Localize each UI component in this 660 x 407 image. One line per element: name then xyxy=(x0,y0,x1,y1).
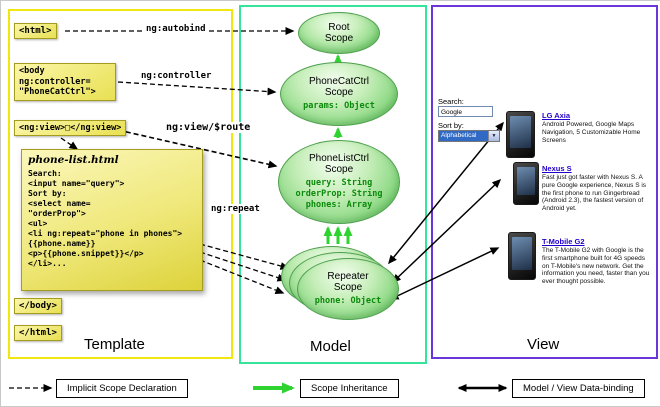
legend-data-binding: Model / View Data-binding xyxy=(512,379,645,398)
phone-listing: LG Axia Android Powered, Google Maps Nav… xyxy=(542,111,652,144)
sort-select[interactable]: Alphabetical ▼ xyxy=(438,130,500,142)
scope-title: Root Scope xyxy=(324,21,354,44)
phone-image xyxy=(506,111,535,158)
scope-property: phones: Array xyxy=(305,199,373,210)
legend-implicit-declaration: Implicit Scope Declaration xyxy=(56,379,188,398)
note-title: phone-list.html xyxy=(28,154,119,166)
phone-image xyxy=(508,232,536,280)
note-line: {{phone.name}} xyxy=(28,239,96,248)
ng-autobind-label: ng:autobind xyxy=(144,24,208,34)
phone-description: Fast just got faster with Nexus S. A pur… xyxy=(542,174,647,213)
phonelistctrl-scope-ellipse: PhoneListCtrl Scope query: String orderP… xyxy=(278,140,400,224)
model-panel-title: Model xyxy=(310,338,351,355)
note-line: <li ng:repeat="phone in phones"> xyxy=(28,229,183,238)
search-input-value: Google xyxy=(441,109,462,116)
legend-scope-inheritance: Scope Inheritance xyxy=(300,379,399,398)
view-panel-title: View xyxy=(527,336,560,353)
ng-view-route-label: ng:view/$route xyxy=(164,122,253,133)
phone-listing: Nexus S Fast just got faster with Nexus … xyxy=(542,164,652,213)
code-line: <body xyxy=(19,66,45,76)
sort-select-value: Alphabetical xyxy=(439,131,488,141)
scope-property: phone: Object xyxy=(314,295,382,306)
html-close-tag: </html> xyxy=(14,325,62,341)
phone-description: Android Powered, Google Maps Navigation,… xyxy=(542,121,641,144)
note-line: "orderProp"> xyxy=(28,209,86,218)
sort-label: Sort by: xyxy=(438,121,464,130)
note-line: <ul> xyxy=(28,219,48,228)
repeater-scope-ellipse: Repeater Scope phone: Object xyxy=(297,258,399,320)
phone-link[interactable]: Nexus S xyxy=(542,164,572,173)
phone-image xyxy=(513,162,539,205)
note-line: </li>... xyxy=(28,259,67,268)
phone-link[interactable]: LG Axia xyxy=(542,111,571,120)
note-line: <select name= xyxy=(28,199,91,208)
body-open-tag: <body ng:controller= "PhoneCatCtrl"> xyxy=(14,63,116,101)
phone-listing: T-Mobile G2 The T-Mobile G2 with Google … xyxy=(542,237,652,286)
phone-description: The T-Mobile G2 with Google is the first… xyxy=(542,247,650,286)
phonecatctrl-scope-ellipse: PhoneCatCtrl Scope params: Object xyxy=(280,62,398,126)
search-label: Search: xyxy=(438,97,464,106)
code-line: ng:controller= xyxy=(19,76,91,87)
note-line: Search: xyxy=(28,169,62,178)
ng-repeat-label: ng:repeat xyxy=(209,204,262,214)
scope-title: Repeater Scope xyxy=(327,271,369,294)
template-panel-title: Template xyxy=(84,336,145,353)
note-line: Sort by: xyxy=(28,189,67,198)
root-scope-ellipse: Root Scope xyxy=(298,12,380,54)
ng-controller-label: ng:controller xyxy=(139,71,214,81)
scope-property: params: Object xyxy=(303,100,375,111)
dropdown-arrow-icon: ▼ xyxy=(488,131,499,141)
phone-list-note: phone-list.html Search: <input name="que… xyxy=(21,149,203,291)
scope-property: orderProp: String xyxy=(295,188,383,199)
note-line: <input name="query"> xyxy=(28,179,125,188)
scope-title: PhoneListCtrl Scope xyxy=(308,153,370,176)
html-open-tag: <html> xyxy=(14,23,57,39)
scope-property: query: String xyxy=(305,177,373,188)
ng-view-tag: <ng:view>□</ng:view> xyxy=(14,120,127,136)
body-close-tag: </body> xyxy=(14,298,62,314)
scope-title: PhoneCatCtrl Scope xyxy=(308,76,370,99)
search-input[interactable]: Google xyxy=(438,106,493,117)
phone-link[interactable]: T-Mobile G2 xyxy=(542,237,585,246)
code-line: "PhoneCatCtrl"> xyxy=(19,87,96,98)
note-line: <p>{{phone.snippet}}</p> xyxy=(28,249,144,258)
